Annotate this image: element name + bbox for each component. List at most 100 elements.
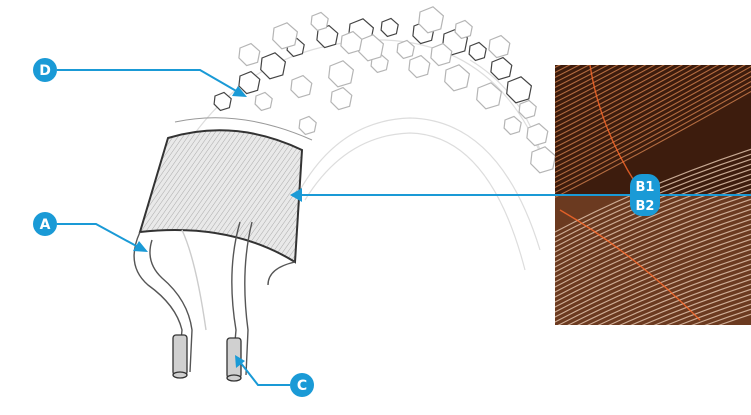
- fiber-strand: [555, 80, 751, 189]
- callout-line-a: [57, 223, 141, 249]
- fiber-strand: [555, 65, 562, 69]
- fiber-strand: [555, 70, 751, 179]
- fiber-strand: [555, 65, 619, 99]
- callout-line-d: [57, 69, 239, 93]
- fiber-strand: [630, 278, 751, 325]
- tread-knob: [444, 64, 471, 92]
- fiber-strand: [555, 233, 751, 318]
- callout-lines: [57, 69, 751, 386]
- tread-knob: [260, 52, 287, 80]
- fiber-strand: [718, 313, 751, 325]
- fiber-strand: [555, 65, 711, 149]
- fiber-strand: [641, 283, 751, 325]
- tread-knob: [380, 17, 399, 38]
- tread-knob: [418, 6, 445, 34]
- label-b2: B2: [636, 199, 655, 214]
- tread-knob: [328, 60, 355, 88]
- fiber-strand: [555, 183, 751, 268]
- tread-knob: [396, 39, 415, 60]
- tread-knob: [254, 91, 273, 112]
- fiber-strand: [555, 65, 647, 114]
- fiber-strand: [555, 65, 571, 74]
- fiber-strand: [587, 258, 751, 325]
- tread-knob-icons: [213, 6, 557, 174]
- fiber-strand: [608, 268, 751, 325]
- tread-knob: [408, 54, 431, 79]
- fiber-strand: [555, 65, 591, 84]
- label-c-badge: C: [290, 373, 314, 397]
- fiber-strand: [555, 75, 751, 184]
- fiber-strand: [555, 65, 693, 139]
- fiber-strand: [704, 308, 751, 325]
- fiber-strand: [555, 238, 751, 323]
- fiber-strand: [577, 253, 751, 325]
- fiber-strand: [691, 303, 751, 325]
- tread-knob: [340, 30, 363, 55]
- tread-knob: [468, 41, 487, 62]
- fiber-strand: [555, 65, 729, 159]
- tread-knob: [310, 11, 329, 32]
- tread-knob: [476, 82, 503, 110]
- fiber-strand: [555, 65, 628, 104]
- fiber-strand: [555, 65, 656, 119]
- fiber-strand: [540, 0, 751, 45]
- fiber-strand: [555, 65, 675, 129]
- tread-knob: [330, 86, 353, 111]
- fiber-strand: [540, 0, 751, 65]
- fiber-strand: [555, 65, 665, 124]
- tread-knob: [238, 42, 261, 67]
- tread-knob: [358, 34, 385, 62]
- tread-knob: [530, 146, 557, 174]
- label-a: A: [40, 217, 51, 233]
- tread-knob: [490, 56, 513, 81]
- tread-knob: [503, 115, 522, 136]
- inner-tube: [133, 221, 296, 376]
- fiber-strand: [555, 65, 702, 144]
- tread-knob: [290, 74, 313, 99]
- fiber-strand: [567, 248, 751, 325]
- tread-knob: [454, 19, 473, 40]
- fiber-strand: [555, 85, 751, 194]
- callout-arrowheads: [133, 86, 302, 368]
- fiber-strand: [653, 288, 751, 325]
- label-c: C: [297, 378, 307, 394]
- label-d-badge: D: [33, 58, 57, 82]
- fiber-strand: [555, 223, 751, 308]
- fiber-strand: [555, 213, 751, 298]
- fiber-strand: [555, 65, 610, 94]
- fiber-strand: [678, 298, 751, 325]
- tread-knob: [238, 70, 261, 95]
- label-b1: B1: [636, 180, 655, 195]
- tread-knob: [518, 99, 537, 120]
- fiber-strand: [555, 90, 751, 199]
- label-d: D: [39, 63, 51, 79]
- fiber-strand: [540, 0, 751, 55]
- fiber-strand: [555, 65, 684, 134]
- fiber-strand: [555, 65, 720, 154]
- fiber-strand: [555, 178, 751, 263]
- fiber-strand: [555, 65, 746, 169]
- fiber-strand: [555, 65, 738, 164]
- fiber-strand: [555, 228, 751, 313]
- fiber-strand: [557, 243, 751, 325]
- fiber-strand: [555, 203, 751, 288]
- fiber-strand: [555, 218, 751, 303]
- fiber-strand: [540, 0, 751, 50]
- fiber-strand: [555, 65, 600, 89]
- label-b-badge: B1 B2: [630, 174, 660, 216]
- callout-line-c: [239, 361, 290, 386]
- fiber-strand: [555, 65, 581, 79]
- tread-knob: [213, 91, 232, 112]
- fiber-strand: [540, 0, 751, 40]
- fiber-strand: [619, 273, 751, 325]
- label-a-badge: A: [33, 212, 57, 236]
- tread-knob: [430, 42, 453, 67]
- tread-knob: [316, 24, 339, 49]
- fiber-strand: [540, 0, 751, 60]
- fiber-strand: [555, 188, 751, 273]
- tread-knob: [298, 115, 317, 136]
- tread-knob: [488, 34, 511, 59]
- fiber-strand: [555, 65, 638, 109]
- casing-band: [138, 117, 313, 264]
